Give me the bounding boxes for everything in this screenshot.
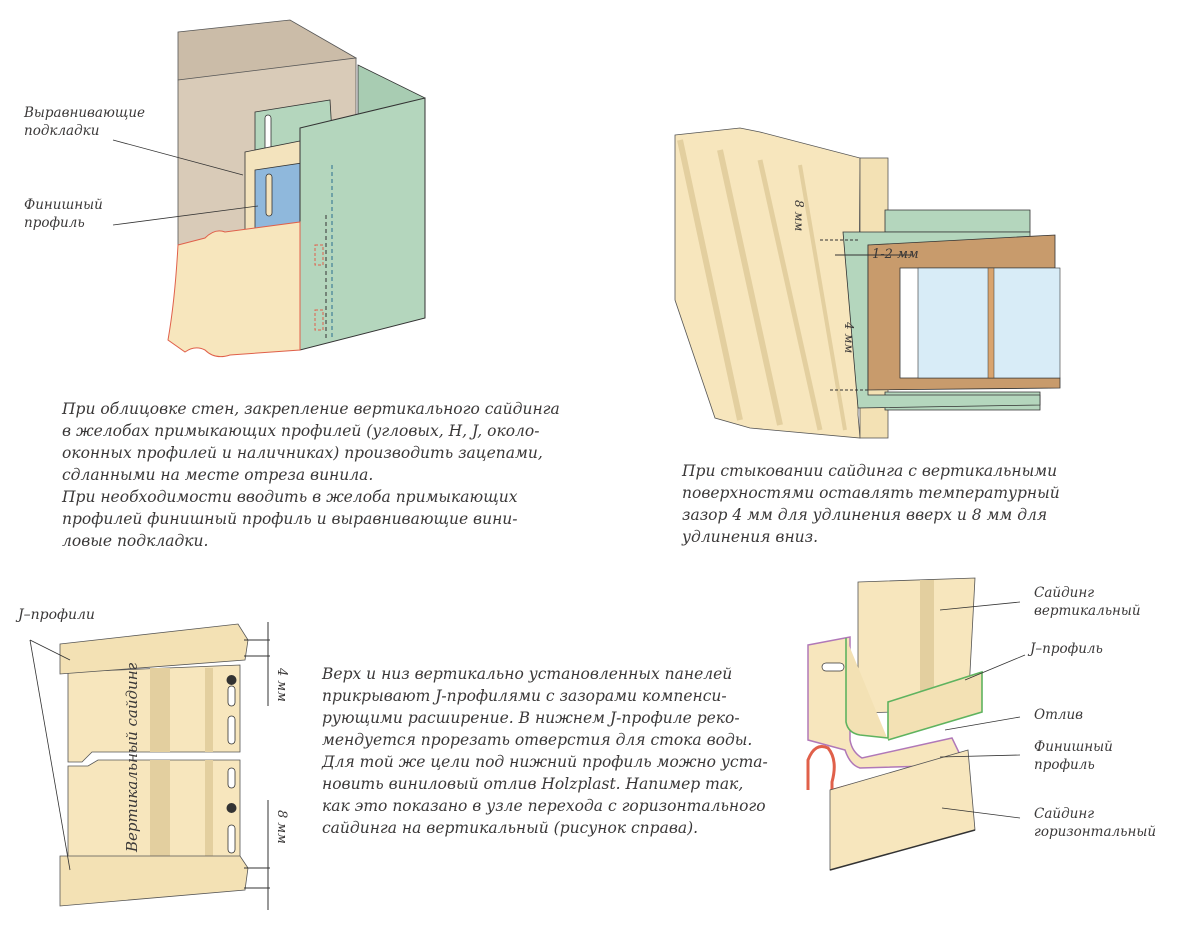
caption-line: профилей финишный профиль и выравнивающи… (62, 510, 518, 528)
caption-line: Верх и низ вертикально установленных пан… (322, 665, 733, 683)
caption-line: мендуется прорезать отверстия для стока … (322, 731, 753, 749)
caption-line: При стыковании сайдинга с вертикальными (682, 462, 1058, 480)
caption-line: оконных профилей и наличниках) производи… (62, 444, 543, 462)
label-vertical-siding: Вертикальный сайдинг (123, 662, 141, 852)
label-j-profiles: J–профили (18, 607, 95, 623)
caption-line: поверхностями оставлять температурный (682, 484, 1060, 502)
label-line: вертикальный (1034, 603, 1141, 619)
vertical-siding-panels (674, 127, 861, 439)
caption-line: как это показано в узле перехода с гориз… (322, 797, 766, 815)
caption-line: При необходимости вводить в желоба примы… (62, 488, 518, 506)
horizontal-siding-part (829, 749, 976, 871)
caption-line: удлинения вниз. (682, 528, 819, 546)
j-profile-bottom (59, 855, 249, 907)
label-shims-line2: подкладки (24, 123, 100, 139)
figure1-caption: При облицовке стен, закрепление вертикал… (62, 398, 560, 552)
j-profile-top (59, 623, 249, 675)
finish-slot (265, 173, 273, 217)
caption-line: ловые подкладки. (62, 532, 209, 550)
figure2-illustration (674, 127, 1061, 439)
dim-4mm: 4 мм (274, 668, 289, 702)
label-finish-line1: Финишный (24, 197, 103, 213)
caption-line: сдланными на месте отреза винила. (62, 466, 374, 484)
window-jchannel-top (884, 209, 1031, 233)
corner-trim-front (299, 97, 426, 351)
dim-8mm: 8 мм (274, 810, 289, 844)
label-line: Сайдинг (1034, 806, 1095, 822)
caption-line: зазор 4 мм для удлинения вверх и 8 мм дл… (682, 506, 1048, 524)
label-line: Финишный (1034, 739, 1113, 755)
label-horizontal-siding: Сайдинг горизонтальный (1034, 805, 1156, 841)
dim-top-gap: 8 мм (792, 200, 806, 232)
label-finish-line2: профиль (24, 215, 85, 231)
j-profile-green (845, 638, 983, 741)
label-finish-profile-4: Финишный профиль (1034, 738, 1113, 774)
caption-line: прикрывают J-профилями с зазорами компен… (322, 687, 727, 705)
label-vertical-siding-4: Сайдинг вертикальный (1034, 584, 1141, 620)
figure1-illustration (112, 19, 426, 358)
label-line: горизонтальный (1034, 824, 1157, 840)
caption-line: сайдинга на вертикальный (рисунок справа… (322, 819, 699, 837)
label-line: Сайдинг (1034, 585, 1095, 601)
dim-bottom-gap: 4 мм (842, 322, 856, 354)
caption-line: Для той же цели под нижний профиль можно… (322, 753, 768, 771)
label-line: профиль (1034, 757, 1095, 773)
label-finish-profile: Финишный профиль (24, 196, 103, 232)
figure4-illustration (806, 577, 1026, 871)
label-drip: Отлив (1034, 707, 1084, 723)
figure3-caption: Верх и низ вертикально установленных пан… (322, 663, 768, 839)
label-shims: Выравнивающие подкладки (24, 104, 145, 140)
caption-line: При облицовке стен, закрепление вертикал… (62, 400, 560, 418)
dim-side-gap: 1-2 мм (872, 247, 919, 262)
figure2-caption: При стыковании сайдинга с вертикальными … (682, 460, 1060, 548)
label-j-profile-4: J–профиль (1030, 641, 1103, 657)
figure3-illustration (29, 622, 270, 910)
label-shims-line1: Выравнивающие (24, 105, 146, 121)
caption-line: новить виниловый отлив Holzplast. Напиме… (322, 775, 744, 793)
vertical-siding-cut (167, 221, 301, 358)
window-frame (867, 234, 1061, 391)
caption-line: в желобах примыкающих профилей (угловых,… (62, 422, 540, 440)
finish-profile-red (806, 745, 836, 848)
caption-line: рующими расширение. В нижнем J-профиле р… (322, 709, 740, 727)
